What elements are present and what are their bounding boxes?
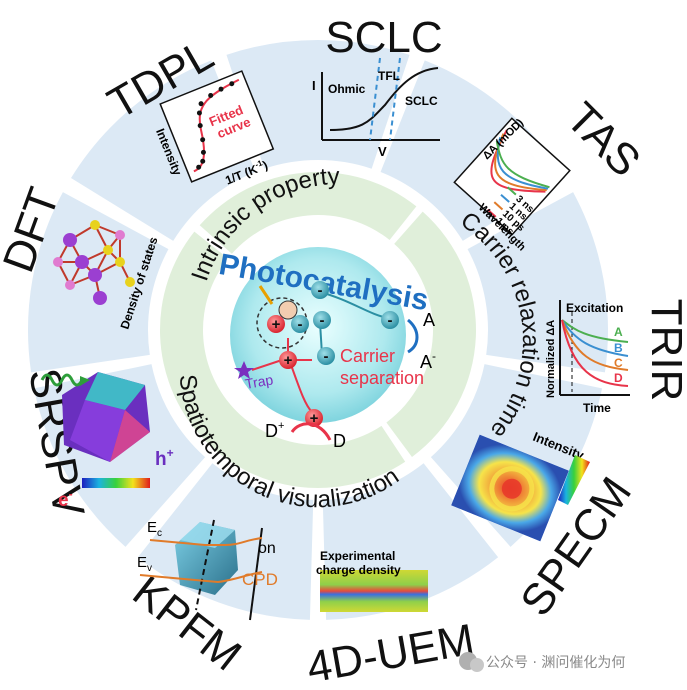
trir-label-d: D (614, 371, 623, 385)
donor-plus-label: D+ (265, 420, 284, 441)
tdpl-panel: Fitted curve 1/T (K-1) Intensity (153, 70, 275, 188)
acceptor-minus-label: A- (420, 349, 436, 372)
photocatalysis-core: Photocatalysis -----+++ Carrier separati… (217, 247, 436, 451)
trir-axis-x: Time (583, 401, 611, 415)
electron-carrier: - (381, 311, 399, 329)
sclc-axis-v: V (378, 144, 387, 159)
sclc-axis-i: I (312, 78, 316, 93)
trir-title: Excitation (566, 301, 623, 315)
electron-carrier: - (291, 315, 309, 333)
dft-atom (93, 291, 107, 305)
inner-segment-relaxation (386, 211, 476, 458)
carrier-separation-line1: Carrier (340, 346, 395, 366)
sector-dft (28, 192, 169, 373)
tdpl-data-point (208, 92, 214, 98)
svg-text:+: + (272, 316, 281, 333)
tdpl-data-point (196, 164, 202, 170)
label-tas: TAS (557, 93, 650, 186)
electron-carrier: - (317, 347, 335, 365)
electron-carrier: - (311, 281, 329, 299)
srspv-colorbar (82, 478, 150, 488)
uem-label-line2: charge density (316, 563, 401, 577)
tdpl-data-point (197, 123, 203, 129)
dft-atom (65, 280, 75, 290)
specm-panel (451, 434, 569, 542)
tdpl-data-point (200, 149, 206, 155)
dft-atom (103, 245, 113, 255)
tdpl-data-point (200, 158, 206, 164)
tdpl-data-point (198, 101, 204, 107)
trir-axis-y: Normalized ΔA (545, 320, 557, 398)
trir-label-a: A (614, 325, 623, 339)
dft-atom (125, 277, 135, 287)
dft-atom (90, 220, 100, 230)
sector-sclc (226, 40, 410, 169)
dft-atom (115, 230, 125, 240)
trir-panel: Excitation A B C D Normalized ΔA Time (545, 300, 630, 415)
acceptor-arrow (406, 318, 419, 354)
uem-label-line1: Experimental (320, 549, 395, 563)
trir-label-c: C (614, 356, 623, 370)
inner-segment-spatiotemporal (159, 231, 406, 489)
svg-text:+: + (310, 410, 319, 427)
kpfm-on: on (258, 540, 276, 557)
uem-panel: Experimental charge density (316, 549, 428, 612)
sclc-ohmic: Ohmic (328, 82, 366, 96)
tdpl-data-point (229, 81, 235, 87)
donor-label: D (333, 431, 346, 451)
kpfm-ev: Ev (137, 554, 152, 574)
electron-carrier: - (313, 311, 331, 329)
svg-text:-: - (320, 312, 325, 329)
inner-ring-segments (159, 171, 476, 489)
dft-atom (75, 255, 89, 269)
kpfm-ec: Ec (147, 519, 162, 539)
kpfm-cpd: CPD (242, 570, 278, 589)
acceptor-label: A (423, 310, 435, 330)
kpfm-panel: Ec Ev on CPD (137, 519, 278, 621)
sclc-panel: I V Ohmic TFL SCLC (312, 57, 440, 159)
carrier-separation-line2: separation (340, 368, 424, 388)
label-uem: 4D-UEM (303, 615, 478, 690)
svg-text:-: - (324, 348, 329, 365)
trap-label: Trap (244, 371, 275, 392)
dft-atom (63, 233, 77, 247)
watermark: 公众号 · 渊问催化为何 (459, 652, 625, 672)
svg-text:-: - (388, 312, 393, 329)
trir-label-b: B (614, 341, 623, 355)
donor-arrow (290, 422, 332, 441)
trap-star (234, 361, 254, 379)
carrier-arrow (251, 359, 283, 371)
sclc-sclc: SCLC (405, 94, 438, 108)
tdpl-data-point (218, 86, 224, 92)
label-trir: TRIR (642, 299, 687, 402)
dft-atom (88, 268, 102, 282)
srspv-panel: h+ e- (40, 372, 174, 511)
hole-carrier: + (279, 351, 297, 369)
svg-text:-: - (298, 316, 303, 333)
srspv-e: e- (58, 487, 73, 511)
hole-carrier: + (267, 315, 285, 333)
watermark-text: 公众号 · 渊问催化为何 (486, 655, 625, 671)
dft-atom (115, 257, 125, 267)
srspv-h: h+ (155, 446, 174, 470)
specm-scalebar (558, 455, 590, 505)
inner-segment-intrinsic (199, 171, 417, 254)
sclc-tfl: TFL (378, 69, 400, 83)
svg-text:-: - (318, 282, 323, 299)
label-sclc: SCLC (325, 13, 442, 62)
svg-text:+: + (284, 352, 293, 369)
tas-panel: 3 ns 1 ns 10 ps 1 ps (453, 117, 571, 238)
dft-atom (53, 257, 63, 267)
tdpl-data-point (200, 137, 206, 143)
tdpl-data-point (196, 110, 202, 116)
